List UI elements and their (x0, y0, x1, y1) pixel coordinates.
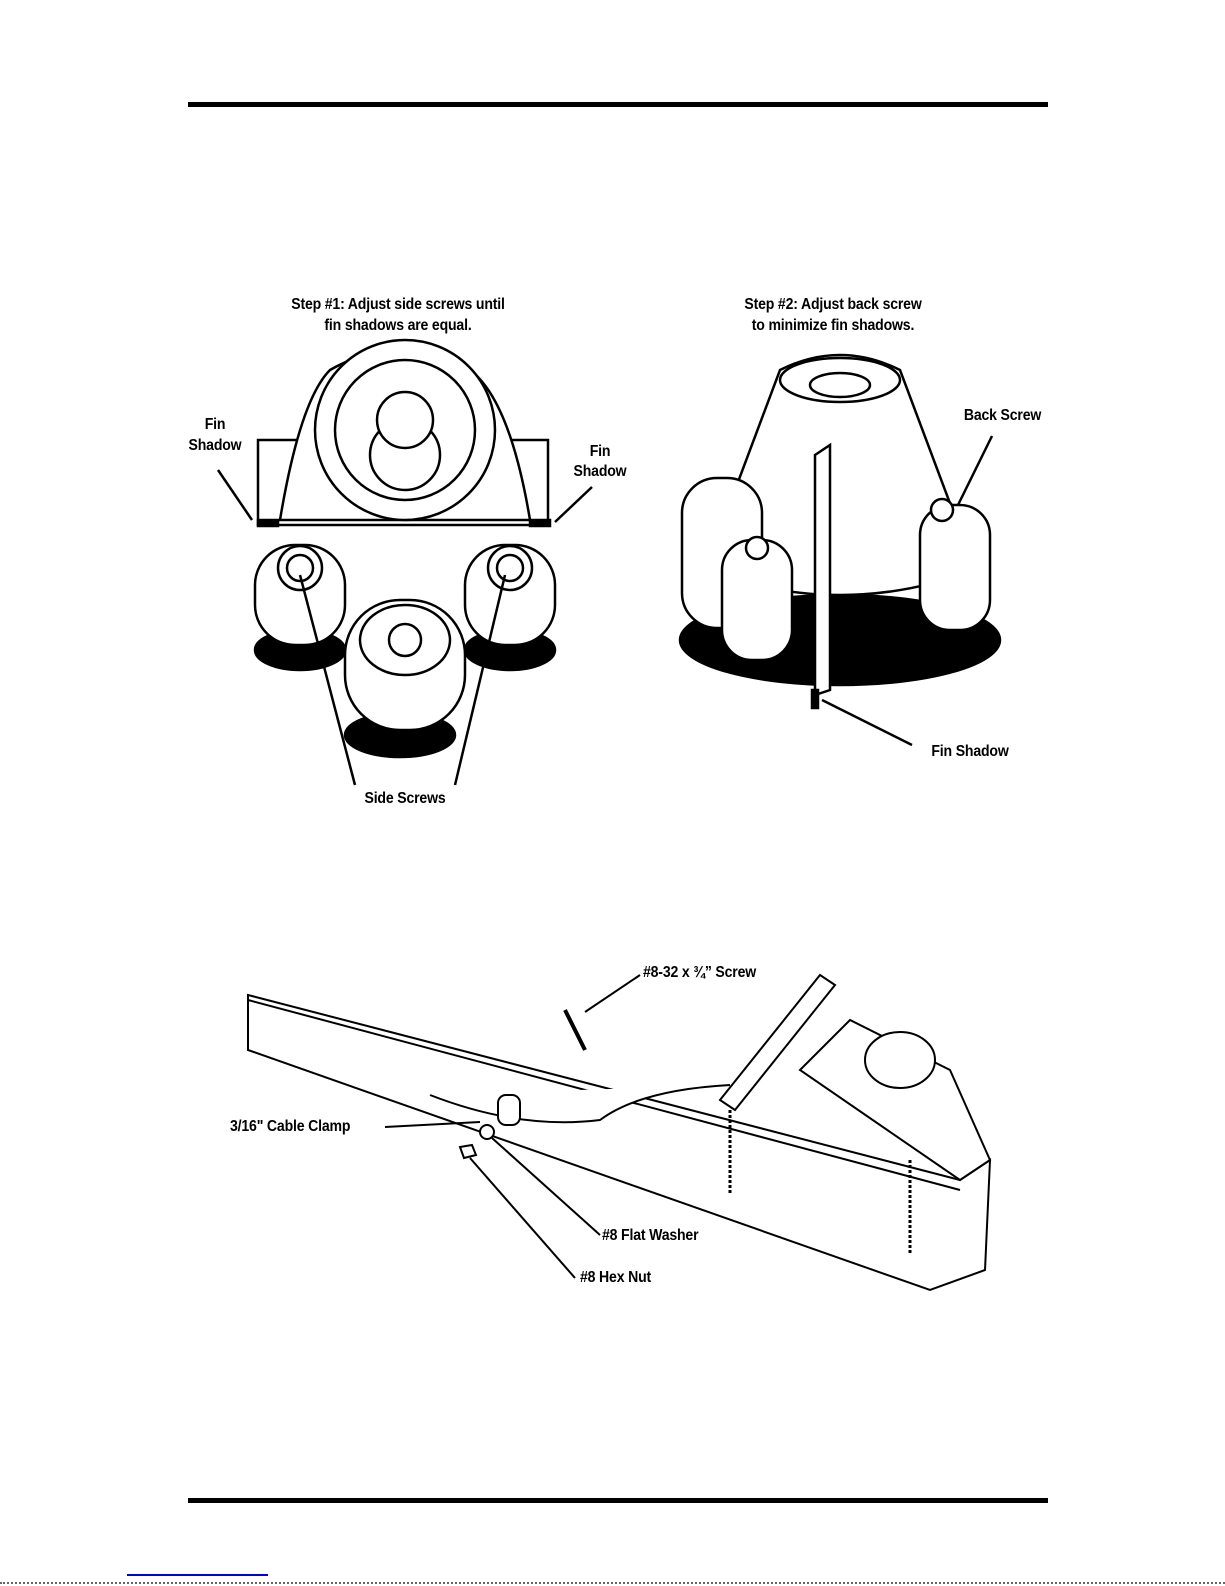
back-screw-illustration (678, 353, 1002, 747)
step1-caption-line1: Step #1: Adjust side screws until (291, 296, 505, 313)
tube-assembly-illustration (247, 973, 992, 1292)
left-fin-shadow-label-2: Shadow (188, 437, 242, 454)
page-edge (0, 1582, 1225, 1586)
hex-nut-label: #8 Hex Nut (580, 1269, 652, 1286)
side-screws-label: Side Screws (364, 790, 446, 807)
right-fin-shadow-label-1: Fin (589, 443, 611, 460)
back-screw-label: Back Screw (963, 407, 1042, 424)
top-rule (188, 102, 1048, 107)
fin-shadow-label: Fin Shadow (931, 743, 1009, 760)
cable-clamp-label: 3/16" Cable Clamp (230, 1118, 351, 1135)
screw-label: #8-32 x ¾” Screw (643, 964, 757, 981)
flat-washer-label: #8 Flat Washer (602, 1227, 699, 1244)
bottom-rule (188, 1498, 1048, 1503)
side-screws-illustration (216, 338, 593, 786)
step2-caption-line1: Step #2: Adjust back screw (744, 296, 922, 313)
link-underline[interactable] (127, 1574, 268, 1576)
step1-caption-line2: fin shadows are equal. (324, 317, 472, 334)
step2-caption-line2: to minimize fin shadows. (751, 317, 915, 334)
right-fin-shadow-label-2: Shadow (573, 463, 627, 480)
left-fin-shadow-label-1: Fin (204, 416, 226, 433)
